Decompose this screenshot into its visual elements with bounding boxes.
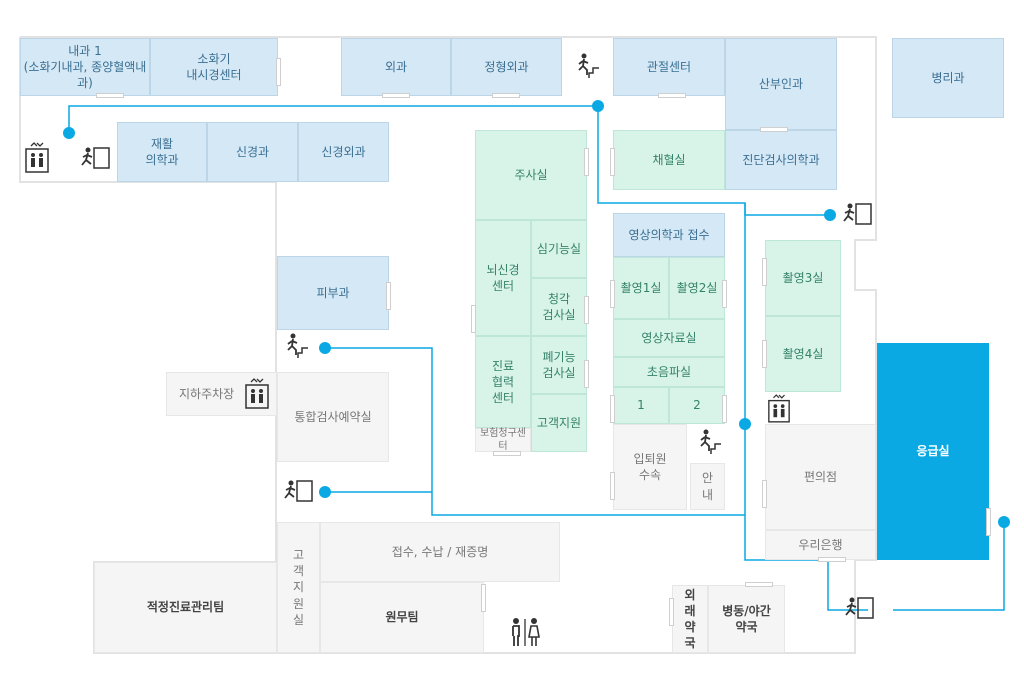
door [610,148,615,176]
room-bank[interactable]: 우리은행 [765,530,876,560]
route-dot [592,100,604,112]
door [760,127,788,132]
door [96,93,124,98]
room-injection[interactable]: 주사실 [475,130,587,220]
room-cardio-test[interactable]: 심기능실 [531,220,587,278]
room-ultrasound-1[interactable]: 1 [613,387,669,424]
room-pulmonary-test[interactable]: 폐기능 검사실 [531,336,587,394]
route-dot [998,516,1010,528]
room-xray1[interactable]: 촬영1실 [613,257,669,319]
door [276,58,281,86]
room-emergency[interactable]: 응급실 [877,343,989,560]
elevator-icon [244,376,270,414]
door [584,148,589,176]
room-admission[interactable]: 입퇴원 수속 [613,424,687,510]
door [481,584,486,612]
route-dot [319,486,331,498]
room-customer-support[interactable]: 고객지원 [531,394,587,452]
door [762,480,767,508]
room-pathology[interactable]: 병리과 [892,38,1004,118]
room-orthopedics[interactable]: 정형외과 [451,38,562,96]
emergency-exit-icon [80,145,112,175]
room-internal-medicine[interactable]: 내과 1 (소화기내과, 종양혈액내과) [20,38,150,96]
room-care-coop[interactable]: 진료 협력 센터 [475,336,531,428]
room-ultrasound[interactable]: 초음파실 [613,357,725,387]
room-info[interactable]: 안 내 [690,463,725,510]
room-parking[interactable]: 지하주차장 [166,372,277,416]
door [584,296,589,324]
door [610,472,615,500]
room-convenience[interactable]: 편의점 [765,424,876,530]
room-ultrasound-2[interactable]: 2 [669,387,725,424]
room-rehab[interactable]: 재활 의학과 [117,122,207,182]
room-surgery[interactable]: 외과 [341,38,451,96]
room-customer-room[interactable]: 고 객 지 원 실 [277,522,320,653]
door [658,93,686,98]
room-xray2[interactable]: 촬영2실 [669,257,725,319]
door [382,93,410,98]
door [669,598,674,626]
emergency-exit-icon [842,201,874,231]
restroom-icon [508,617,542,651]
emergency-exit-icon [844,595,876,625]
door [584,360,589,388]
room-outside-pharmacy[interactable]: 외 래 약 국 [672,585,708,653]
room-obgyn[interactable]: 산부인과 [725,38,837,130]
room-dermatology[interactable]: 피부과 [277,256,389,330]
room-xray4[interactable]: 촬영4실 [765,316,841,392]
room-ward-pharmacy[interactable]: 병동/야간 약국 [708,585,785,653]
room-joint-center[interactable]: 관절센터 [613,38,725,96]
room-insurance-center[interactable]: 보험청구센터 [475,428,531,452]
door [745,582,773,587]
room-radiology-reception[interactable]: 영상의학과 접수 [613,213,725,257]
room-admin-team[interactable]: 원무팀 [320,582,484,653]
elevator-icon [767,392,791,428]
room-integrated-booking[interactable]: 통합검사예약실 [277,372,389,462]
door [492,93,520,98]
room-xray3[interactable]: 촬영3실 [765,240,841,316]
elevator-icon [24,140,50,178]
door [610,280,615,308]
route-dot [824,209,836,221]
stairs-icon [575,52,601,84]
route-dot [63,127,75,139]
door [762,258,767,286]
room-endoscopy[interactable]: 소화기 내시경센터 [150,38,278,96]
room-appropriate-care[interactable]: 적정진료관리팀 [94,562,277,653]
door [386,282,391,310]
door [493,451,521,456]
parking-label: 지하주차장 [179,386,235,401]
room-neurology[interactable]: 신경과 [207,122,298,182]
room-reception[interactable]: 접수, 수납 / 재증명 [320,522,560,582]
door [722,395,727,423]
room-neurosurgery[interactable]: 신경외과 [298,122,389,182]
stairs-icon [284,332,310,364]
emergency-exit-icon [283,478,315,508]
route-lines [68,105,1005,611]
room-blood-draw[interactable]: 채혈실 [613,130,725,190]
door [471,305,476,333]
room-brain-center[interactable]: 뇌신경 센터 [475,220,531,336]
door [986,508,991,536]
stairs-icon [697,428,723,460]
door [610,395,615,423]
room-image-data[interactable]: 영상자료실 [613,319,725,357]
room-lab-medicine[interactable]: 진단검사의학과 [725,130,837,190]
door [818,557,846,562]
door [762,340,767,368]
room-hearing-test[interactable]: 청각 검사실 [531,278,587,336]
route-dot [739,418,751,430]
door [722,280,727,308]
route-dot [319,342,331,354]
